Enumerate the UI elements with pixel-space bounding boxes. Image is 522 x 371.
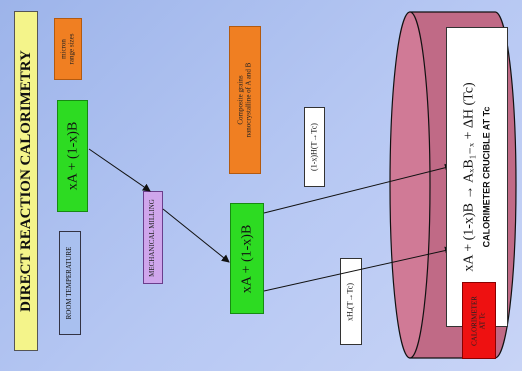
arrow-milling-to-milled	[162, 208, 230, 263]
title-box: DIRECT REACTION CALORIMETRY	[14, 11, 38, 351]
heat-a-box: xHₐ(T→Tc)	[340, 258, 362, 345]
crucible-box: xA + (1-x)B → AₓB₁₋ₓ + ΔH (Tc) CALORIMET…	[446, 27, 508, 327]
reactants-box-milled: xA + (1-x)B	[230, 203, 264, 314]
reaction-equation: xA + (1-x)B → AₓB₁₋ₓ + ΔH (Tc)	[461, 82, 477, 272]
calorimeter-label-2: AT Tc	[478, 312, 486, 329]
arrow-reactants-to-milling	[88, 148, 151, 192]
composite-grains-box: Composite grains nanocrystalline of A an…	[229, 26, 261, 174]
heat-b-box: (1-x)H(T→Tc)	[304, 107, 325, 187]
room-temperature-box: ROOM TEMPERATURE	[59, 231, 81, 335]
calorimeter-box: CALORIMETER AT Tc	[462, 282, 496, 359]
reactants-box-start: xA + (1-x)B	[57, 100, 88, 212]
arrow-milled-to-crucible-top	[263, 163, 453, 214]
arrow-milled-to-crucible-bottom	[263, 246, 453, 292]
micron-box: micron range sizes	[54, 18, 82, 80]
calorimeter-cylinder-end	[389, 11, 431, 359]
crucible-label: CALORIMETER CRUCIBLE AT Tc	[481, 106, 492, 248]
mechanical-milling-box: MECHANICAL MILLING	[143, 191, 163, 284]
